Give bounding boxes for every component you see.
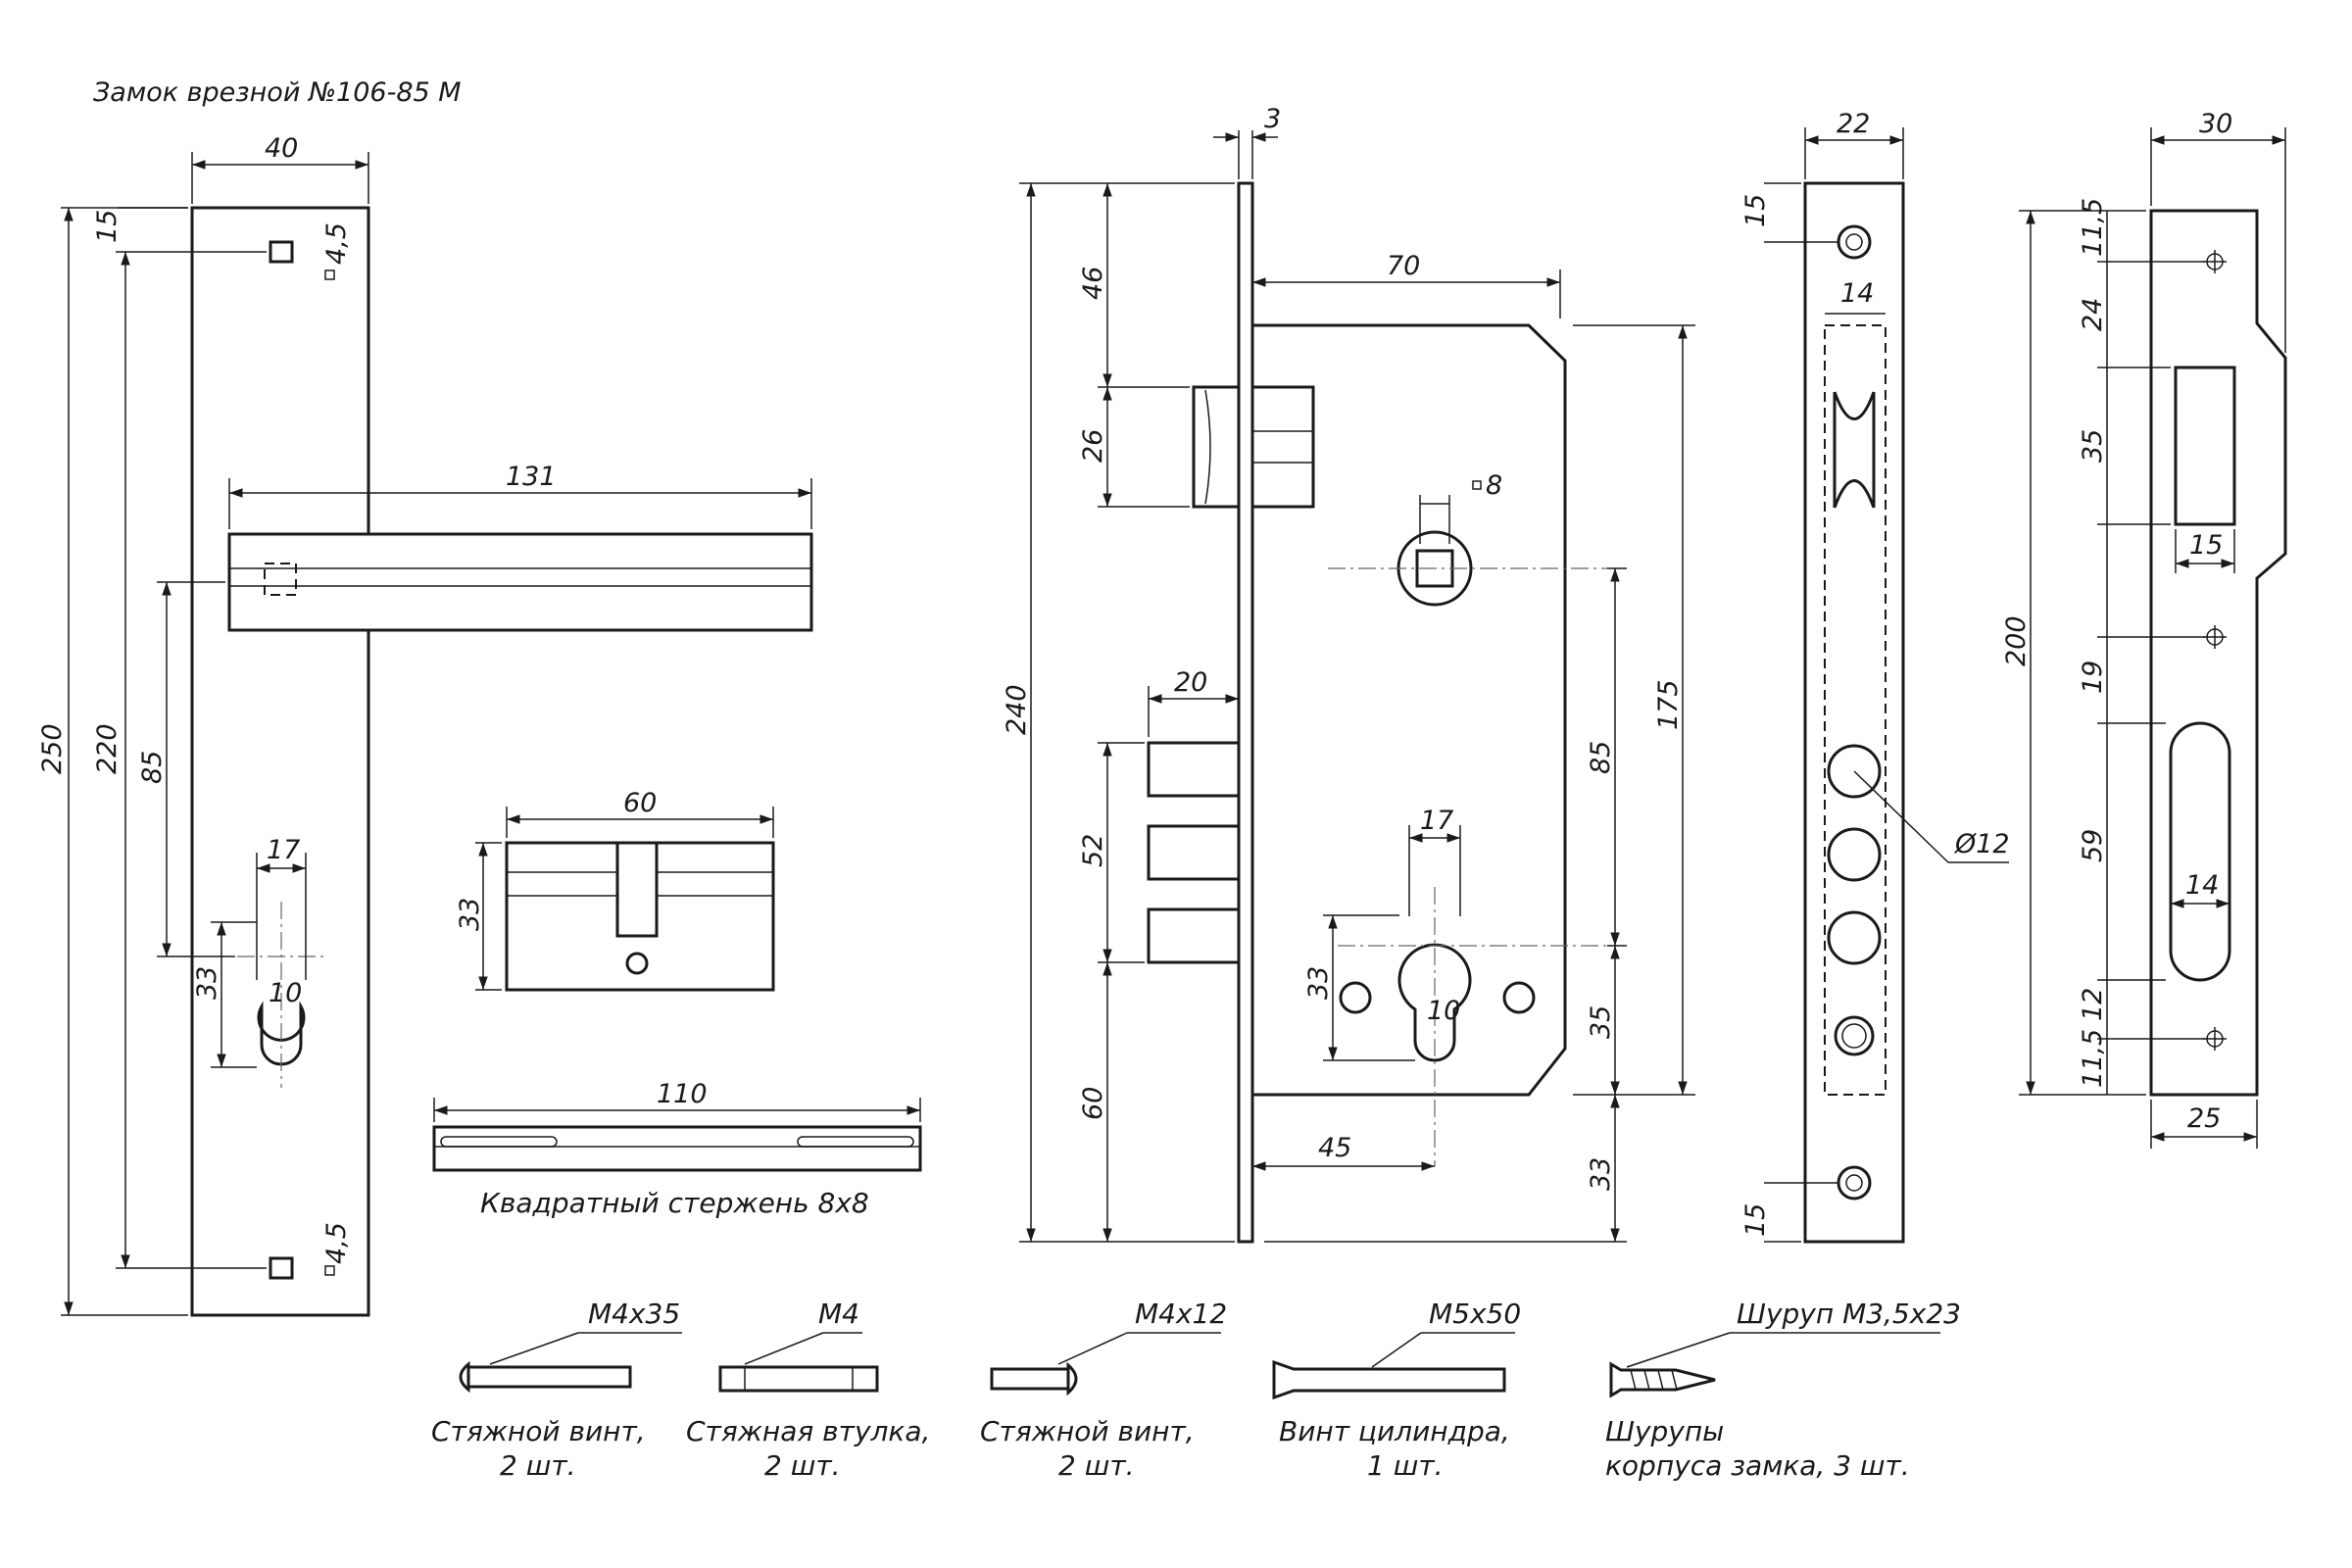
- dim-latch-height: 26: [1078, 429, 1108, 463]
- dim-lock-height: 240: [1002, 684, 1032, 735]
- part-name: Шурупы: [1605, 1415, 1724, 1447]
- part-name: Винт цилиндра,: [1279, 1415, 1510, 1447]
- dim-handle-length: 131: [506, 462, 557, 492]
- part-spec: Шуруп М3,5х23: [1737, 1298, 1961, 1330]
- part-spec: М4х12: [1135, 1298, 1227, 1330]
- part-wood-screw-m35x23: Шуруп М3,5х23 Шурупы корпуса замка, 3 шт…: [1605, 1298, 1961, 1482]
- dim-cylinder-width-case: 17: [1420, 806, 1453, 836]
- part-qty: 2 шт.: [1058, 1449, 1135, 1482]
- dim-screw-hole-bottom: 4,5: [321, 1222, 352, 1264]
- dim-bolt-diameter: Ø12: [1954, 829, 2010, 859]
- part-qty: корпуса замка, 3 шт.: [1605, 1449, 1910, 1482]
- dim-strike-top-offset: 11,5: [2078, 198, 2108, 257]
- strike-plate-view: 30 200 11,5 24 35 19 59 12 11,5 15 14 25: [2001, 109, 2287, 1149]
- dim-plate-top-offset: 15: [92, 210, 122, 243]
- dim-bolts-span: 52: [1078, 834, 1108, 867]
- part-name: Стяжная втулка,: [686, 1415, 930, 1447]
- dim-face-inner-width: 14: [1840, 278, 1874, 309]
- dim-strike-slot-width: 14: [2185, 870, 2219, 901]
- part-name: Стяжной винт,: [431, 1415, 646, 1447]
- dim-case-height: 175: [1653, 679, 1684, 730]
- dim-bolt-length: 20: [1174, 667, 1207, 698]
- dim-strike-35: 35: [2078, 429, 2108, 463]
- dim-cylinder-height: 33: [455, 898, 485, 931]
- part-qty: 2 шт.: [764, 1449, 841, 1482]
- part-spec: М4х35: [588, 1298, 680, 1330]
- dim-cylinder-to-bottom: 35: [1586, 1005, 1616, 1039]
- dim-strike-bottom-width: 25: [2187, 1103, 2221, 1134]
- spindle-caption: Квадратный стержень 8х8: [480, 1187, 869, 1219]
- dim-cylinder-slot-case: 10: [1427, 996, 1460, 1026]
- dim-plate-width: 40: [265, 133, 298, 164]
- dim-handle-to-cylinder: 85: [137, 751, 168, 784]
- dim-strike-15: 15: [2189, 530, 2223, 561]
- dim-cylinder-slot-plate: 10: [269, 978, 302, 1008]
- dim-backset: 70: [1387, 251, 1420, 281]
- dim-center-distance: 85: [1586, 741, 1616, 774]
- handle-plate-view: 40 250 220 15 4,5 4,5 85 131 17 33 10: [37, 133, 813, 1317]
- dim-strike-19: 19: [2078, 661, 2108, 694]
- dim-bolt-top-offset: 46: [1078, 267, 1108, 300]
- part-tie-sleeve-m4: М4 Стяжная втулка, 2 шт.: [686, 1298, 930, 1482]
- cylinder-view: 60 33: [455, 788, 775, 992]
- spindle-view: 110 Квадратный стержень 8х8: [432, 1079, 922, 1219]
- part-cylinder-screw-m5x50: М5х50 Винт цилиндра, 1 шт.: [1272, 1298, 1521, 1482]
- dim-strike-59: 59: [2078, 829, 2108, 862]
- part-qty: 1 шт.: [1367, 1449, 1444, 1482]
- dim-cylinder-length: 60: [623, 788, 657, 818]
- dim-cylinder-width-plate: 17: [267, 835, 300, 865]
- dim-cylinder-height-plate: 33: [192, 966, 222, 1000]
- dim-strike-bottom-offset: 11,5: [2078, 1029, 2108, 1088]
- dim-screw-hole-top: 4,5: [321, 222, 352, 265]
- dim-cylinder-height-case: 33: [1303, 966, 1334, 1000]
- dim-strike-height: 200: [2001, 615, 2032, 666]
- part-spec: М4: [818, 1298, 859, 1330]
- faceplate-front-view: 22 15 14 Ø12 15: [1740, 109, 2010, 1244]
- lock-body-view: 3 240 46 26 20 52 60 70 8 175: [1002, 104, 1695, 1244]
- parts-row: М4х35 Стяжной винт, 2 шт. М4 Стяжная вту…: [431, 1298, 1961, 1482]
- part-qty: 2 шт.: [500, 1449, 576, 1482]
- part-tie-screw-m4x12: М4х12 Стяжной винт, 2 шт.: [980, 1298, 1227, 1482]
- dim-plate-holes-span: 220: [92, 723, 122, 774]
- dim-faceplate-bottom-offset: 33: [1586, 1157, 1616, 1191]
- dim-square-hole: 8: [1486, 470, 1502, 501]
- dim-strike-width: 30: [2199, 109, 2232, 139]
- dim-plate-height: 250: [37, 723, 68, 774]
- dim-face-top-offset: 15: [1740, 194, 1771, 227]
- dim-bottom-offset: 60: [1078, 1087, 1108, 1120]
- dim-strike-12: 12: [2078, 988, 2108, 1021]
- dim-faceplate-width: 22: [1837, 109, 1870, 139]
- dim-face-bottom-offset: 15: [1740, 1203, 1771, 1237]
- dim-cylinder-backset: 45: [1318, 1133, 1351, 1163]
- part-name: Стяжной винт,: [980, 1415, 1195, 1447]
- drawing-title: Замок врезной №106-85 М: [93, 77, 462, 108]
- part-spec: М5х50: [1429, 1298, 1521, 1330]
- part-tie-screw-m4x35: М4х35 Стяжной винт, 2 шт.: [431, 1298, 682, 1482]
- dim-spindle-length: 110: [657, 1079, 708, 1109]
- dim-faceplate-thickness: 3: [1264, 104, 1281, 134]
- dim-strike-24: 24: [2078, 298, 2108, 331]
